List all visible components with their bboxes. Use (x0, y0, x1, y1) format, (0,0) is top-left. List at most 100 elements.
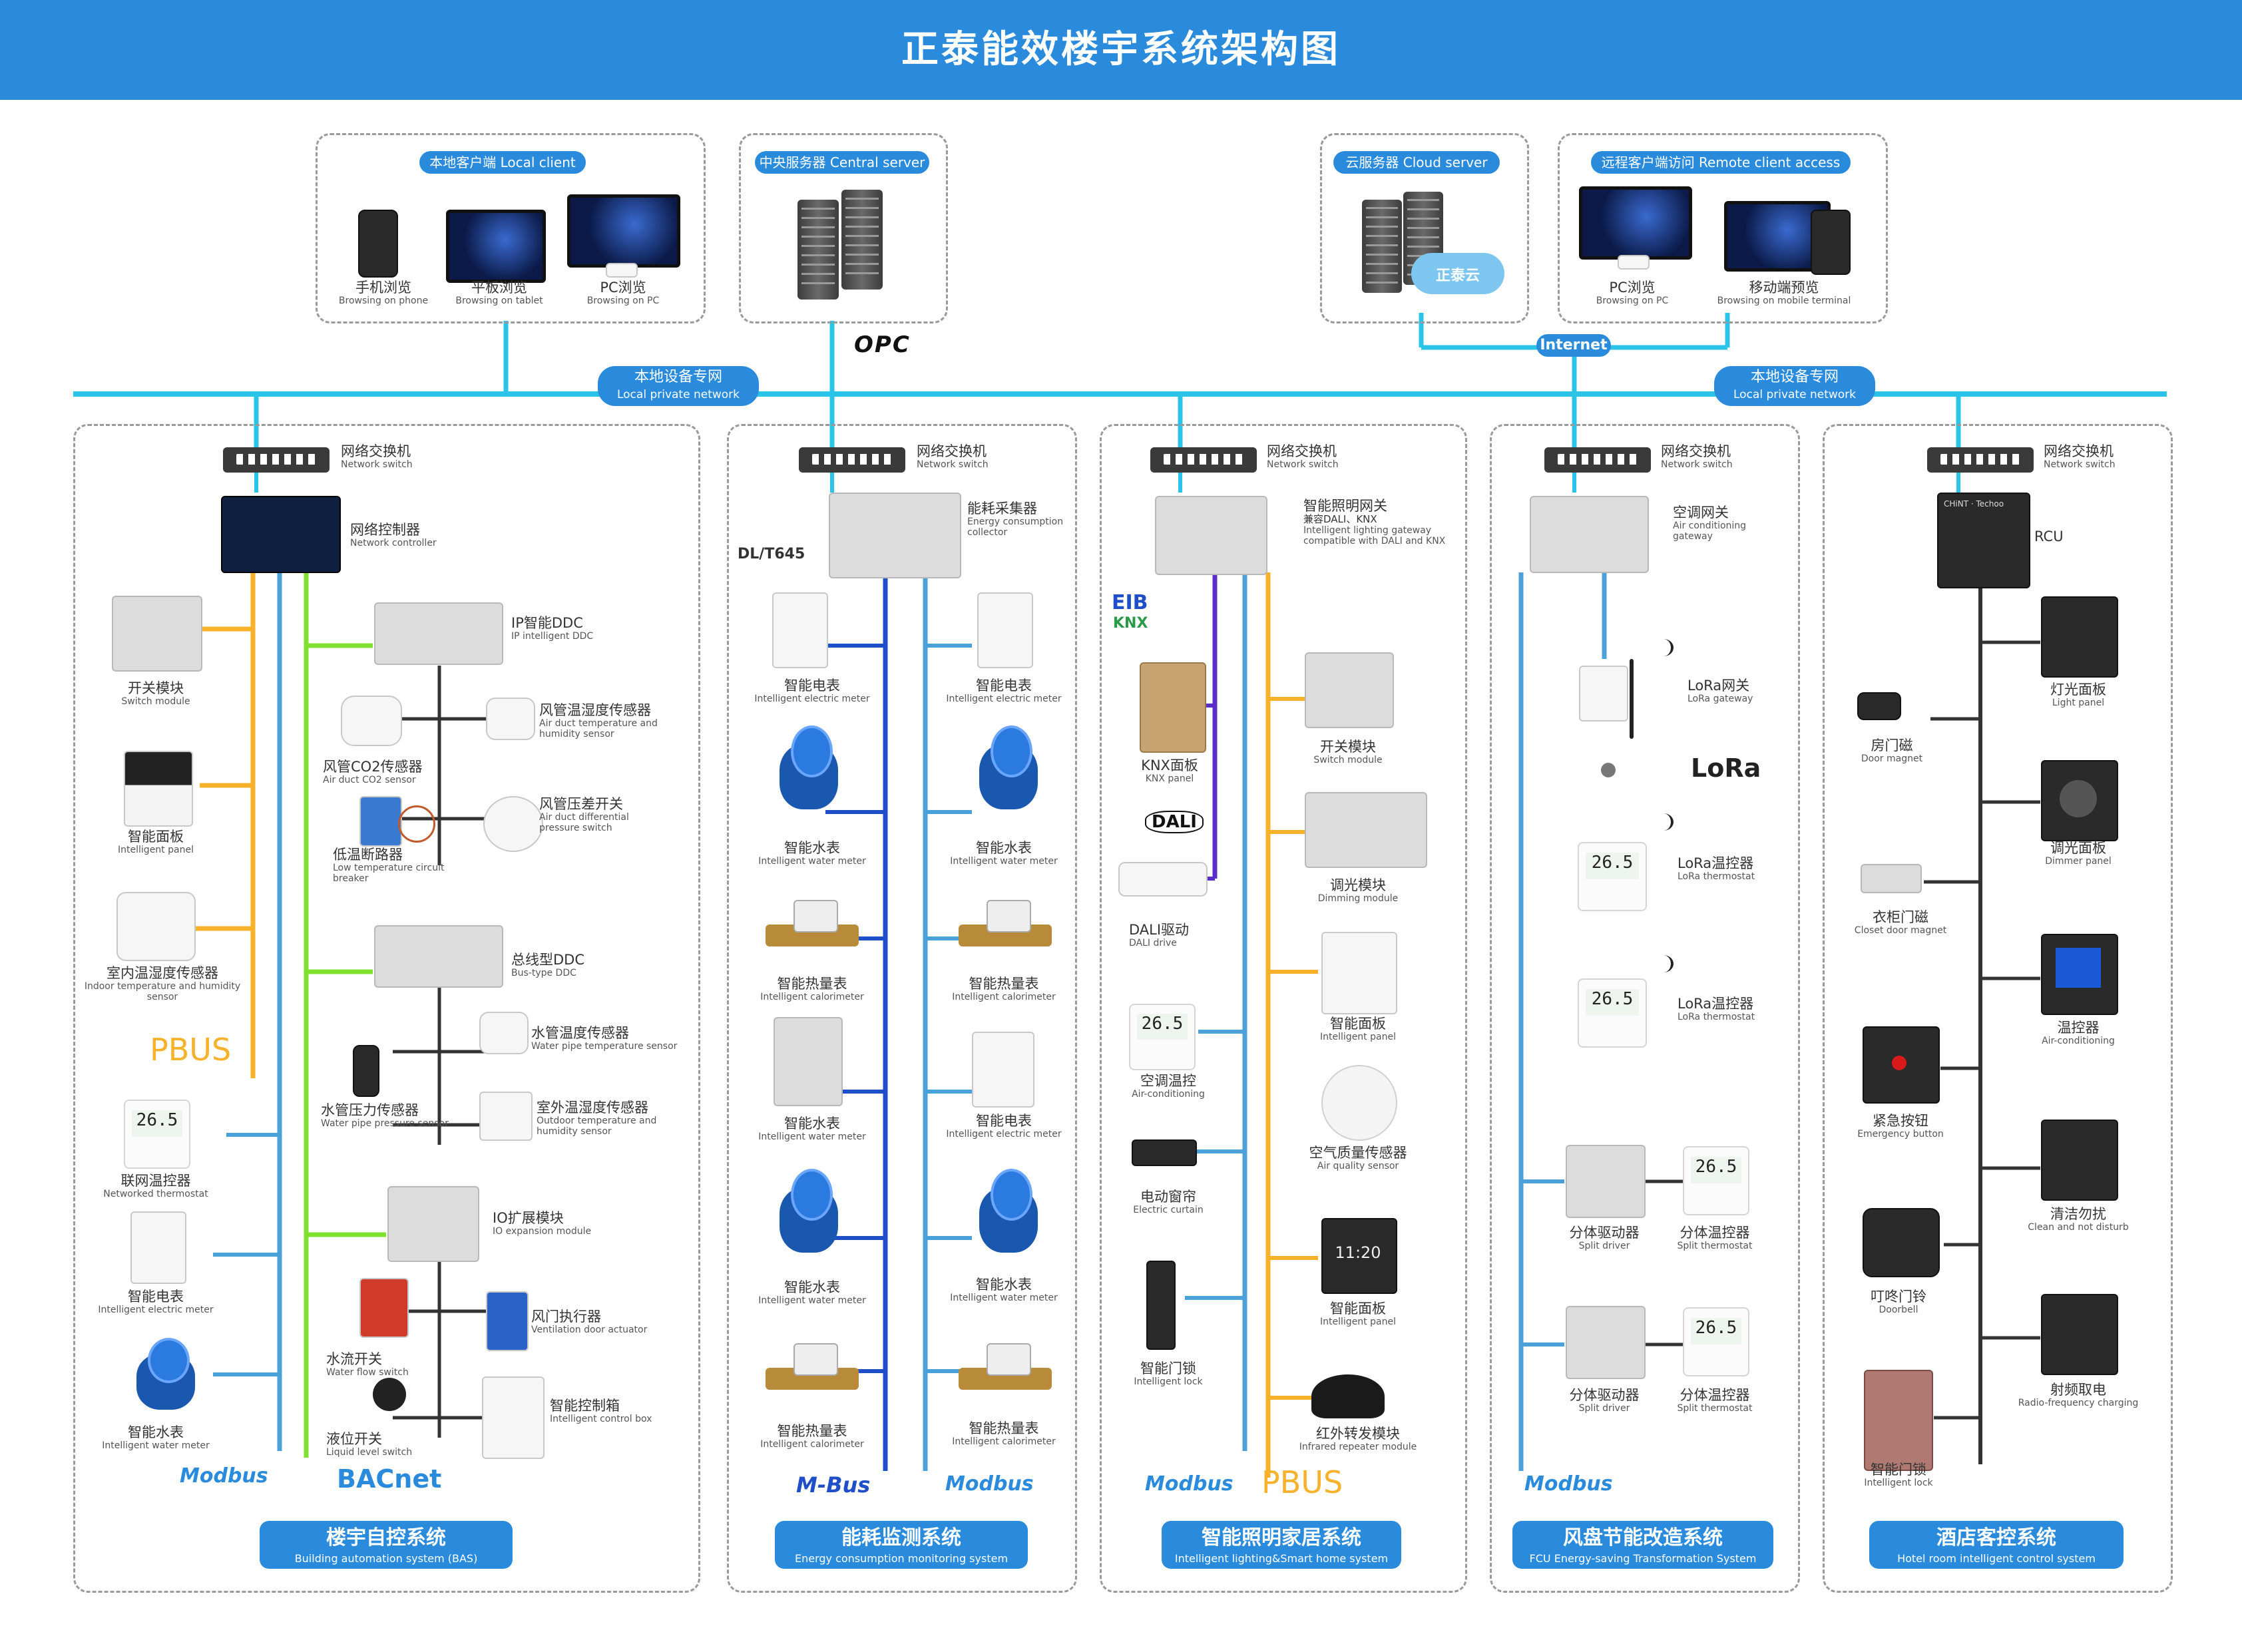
ems-system-box (727, 424, 1077, 1593)
ems-right-electric-meter-2-image (972, 1032, 1034, 1108)
low-temp-breaker-image (359, 796, 402, 847)
cloud-server-group (1320, 133, 1529, 323)
tablet-image (446, 210, 546, 283)
ir-module-image (1311, 1374, 1385, 1418)
ems-left-water-meter-3-image (772, 1169, 845, 1262)
pipe-temp-sensor-image (479, 1012, 529, 1054)
coil-icon (398, 805, 435, 843)
lora-thermostat-2-image: 26.5 (1578, 978, 1647, 1048)
ems-network-switch-icon (799, 447, 905, 473)
dali-logo: DALI (1145, 811, 1204, 833)
remote-pc-stand (1618, 255, 1650, 270)
lighting-gateway-image (1155, 496, 1267, 575)
dimming-module-image (1305, 792, 1427, 868)
hotel-lock-image (1864, 1370, 1933, 1471)
bas-network-switch-icon (223, 447, 330, 473)
networked-thermostat-image: 26.5 (124, 1100, 190, 1169)
ems-right-water-meter-2-image (972, 1169, 1045, 1262)
hotel-clean-panel-image (2041, 1120, 2118, 1201)
bas-water-meter-image (129, 1338, 202, 1418)
energy-collector-image (829, 493, 961, 578)
lighting-lock-image (1146, 1261, 1176, 1350)
header-bar (0, 0, 2242, 100)
electric-curtain-image (1132, 1139, 1197, 1166)
bas-modbus-logo: Modbus (180, 1464, 268, 1488)
cloud-server-rack-icon (1362, 200, 1402, 293)
network-controller-image (221, 496, 341, 573)
ems-right-electric-meter-image (977, 592, 1033, 668)
pbus-logo: PBUS (150, 1032, 232, 1068)
hotel-system-box (1823, 424, 2173, 1593)
remote-client-badge: 远程客户端访问 Remote client access (1591, 151, 1851, 174)
lora-antenna-icon (1630, 659, 1634, 739)
ems-left-electric-meter-image (772, 592, 828, 668)
ems-left-calorimeter-2-image (766, 1343, 859, 1398)
bas-system-box (73, 424, 700, 1593)
duct-th-sensor-image (486, 698, 535, 740)
server-rack-icon-2 (841, 190, 883, 290)
lora-logo: LoRa (1691, 753, 1761, 783)
central-server-group (739, 133, 948, 323)
bas-electric-meter-image (130, 1211, 186, 1284)
wifi-signal-icon-3 (1654, 955, 1674, 972)
lighting-switch-module-image (1305, 652, 1394, 728)
cloud-label: 正泰云 (1435, 268, 1480, 284)
hotel-network-switch-icon (1927, 447, 2034, 473)
cloud-icon (1411, 253, 1504, 294)
split-thermostat-2-image: 26.5 (1683, 1307, 1749, 1376)
local-client-group (316, 133, 706, 323)
lighting-pbus-logo: PBUS (1261, 1464, 1343, 1500)
hotel-light-panel-image (2041, 596, 2118, 678)
intelligent-panel-image (124, 751, 193, 827)
pipe-pressure-sensor-image (353, 1045, 379, 1097)
ems-left-calorimeter-image (766, 900, 859, 954)
indoor-sensor-image (116, 892, 196, 961)
eib-logo: EIB (1112, 591, 1148, 614)
lighting-modbus-logo: Modbus (1145, 1472, 1233, 1496)
remote-phone-image (1811, 210, 1851, 275)
fcu-network-switch-icon (1544, 447, 1651, 473)
pc-stand (606, 263, 638, 278)
ems-right-water-meter-image (972, 725, 1045, 819)
rcu-label: RCU (2034, 528, 2064, 544)
local-client-badge: 本地客户端 Local client (419, 151, 586, 174)
ems-left-water-meter-image (772, 725, 845, 819)
bus-ddc-image (374, 925, 503, 988)
cloud-server-badge: 云服务器 Cloud server (1333, 151, 1500, 174)
closet-magnet-image (1861, 864, 1922, 893)
